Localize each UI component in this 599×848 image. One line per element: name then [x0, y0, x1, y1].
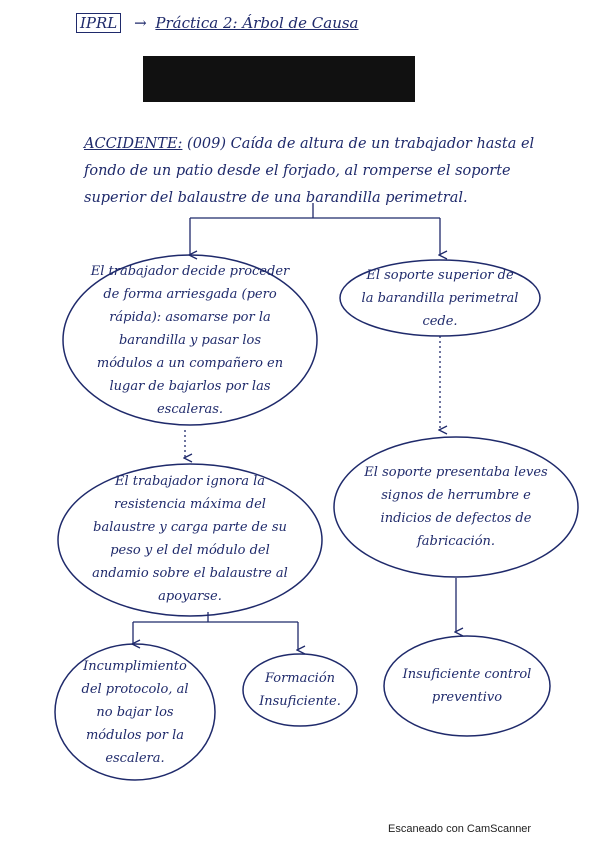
page-header: IPRL → Práctica 2: Árbol de Causa — [76, 13, 359, 33]
scanner-watermark: Escaneado con CamScanner — [388, 823, 532, 835]
accident-statement: ACCIDENTE: (009) Caída de altura de un t… — [84, 131, 554, 212]
node-outline-decision — [62, 254, 318, 426]
node-decision: El trabajador decide proceder de forma a… — [90, 263, 290, 417]
node-ignores-resistance: El trabajador ignora la resistencia máxi… — [92, 474, 288, 604]
node-rust-defects: El soporte presentaba leves signos de he… — [364, 465, 548, 549]
node-training: Formación Insuficiente. — [259, 671, 341, 709]
node-protocol-breach: Incumplimiento del protocolo, al no baja… — [81, 658, 189, 766]
node-support-fails: El soporte superior de la barandilla per… — [361, 267, 519, 329]
node-preventive-control: Insuficiente control preventivo — [402, 667, 532, 705]
arrow-icon: → — [134, 14, 147, 32]
course-code: IPRL — [76, 13, 122, 33]
node-outline-rust — [333, 436, 579, 578]
node-outline-training — [242, 653, 358, 727]
node-outline-support — [339, 259, 541, 337]
redacted-block — [143, 56, 415, 102]
accident-text: (009) Caída de altura de un trabajador h… — [84, 136, 535, 206]
node-outline-control — [383, 635, 551, 737]
node-outline-ignores — [57, 463, 323, 617]
node-outline-protocol — [54, 643, 216, 781]
page-title: Práctica 2: Árbol de Causa — [155, 14, 359, 32]
accident-label: ACCIDENTE: — [84, 136, 183, 152]
